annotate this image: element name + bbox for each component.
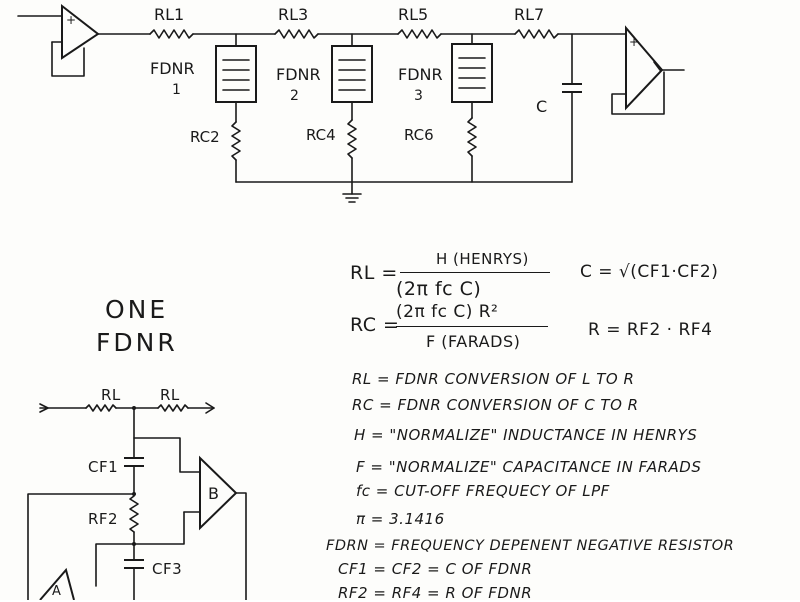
label-rc6: RC6: [404, 126, 434, 144]
sub-label-rl-right: RL: [160, 386, 180, 404]
shunt-resistor-rc6: [467, 117, 477, 183]
shunt-resistor-rc4: [347, 119, 357, 183]
fdnr-block-1: [215, 33, 257, 123]
def-pi: π = 3.1416: [356, 510, 445, 528]
eq-r: R = RF2 · RF4: [588, 320, 713, 340]
eq-rc-denominator: F (FARADS): [426, 332, 521, 351]
def-cf: CF1 = CF2 = C OF FDNR: [338, 560, 533, 578]
sub-label-rl-left: RL: [101, 386, 121, 404]
one-fdnr-title-line1: ONE: [105, 295, 169, 324]
eq-rl-fraction-bar: [400, 272, 550, 273]
opamp-plus-sign-2: +: [629, 35, 639, 49]
def-fc: fc = CUT-OFF FREQUECY OF LPF: [356, 482, 610, 500]
def-h: H = "NORMALIZE" INDUCTANCE IN HENRYS: [354, 426, 698, 444]
label-rl1: RL1: [154, 5, 184, 24]
eq-rl-denominator: (2π fc C): [396, 278, 482, 300]
label-rl5: RL5: [398, 5, 428, 24]
eq-rc-fraction-bar: [396, 326, 548, 327]
one-fdnr-title-line2: FDNR: [96, 328, 178, 357]
fdnr-1-num: 1: [172, 82, 181, 98]
eq-rl-numerator: H (HENRYS): [436, 250, 529, 268]
fdnr-block-3: [451, 33, 493, 119]
label-c: C: [536, 97, 547, 116]
sub-label-cf1: CF1: [88, 458, 119, 476]
label-rc2: RC2: [190, 128, 220, 146]
fdnr-3-name: FDNR: [398, 65, 443, 84]
fdnr-1-name: FDNR: [150, 59, 195, 78]
shunt-resistor-rc2: [231, 121, 241, 183]
opamp-plus-sign: +: [66, 13, 76, 27]
fdnr-3-num: 3: [414, 88, 423, 104]
eq-rc-lhs: RC =: [350, 314, 400, 336]
ladder-main-line: [97, 29, 627, 39]
fdnr-block-2: [331, 33, 373, 121]
capacitor-c: [562, 33, 582, 183]
opamp-b-label: B: [208, 484, 220, 503]
fdnr-subcircuit: [27, 402, 247, 600]
label-rl7: RL7: [514, 5, 544, 24]
def-fdrn: FDRN = FREQUENCY DEPENENT NEGATIVE RESIS…: [326, 538, 735, 554]
def-rf: RF2 = RF4 = R OF FDNR: [338, 584, 533, 602]
opamp-a-label: A: [52, 584, 62, 599]
eq-c-sqrt: C = √(CF1·CF2): [580, 262, 719, 282]
sub-label-rf2: RF2: [88, 510, 119, 528]
sub-label-cf3: CF3: [152, 560, 183, 578]
label-rc4: RC4: [306, 126, 336, 144]
def-f: F = "NORMALIZE" CAPACITANCE IN FARADS: [356, 458, 702, 476]
fdnr-2-name: FDNR: [276, 65, 321, 84]
fdnr-2-num: 2: [290, 88, 299, 104]
def-rc: RC = FDNR CONVERSION OF C TO R: [352, 396, 639, 414]
ground-bus: [235, 181, 573, 203]
eq-rc-numerator: (2π fc C) R²: [396, 302, 499, 322]
def-rl: RL = FDNR CONVERSION OF L TO R: [352, 370, 635, 388]
output-buffer-opamp: +: [611, 25, 685, 115]
input-buffer-opamp: +: [17, 3, 100, 77]
eq-rl-lhs: RL =: [350, 262, 398, 284]
label-rl3: RL3: [278, 5, 308, 24]
